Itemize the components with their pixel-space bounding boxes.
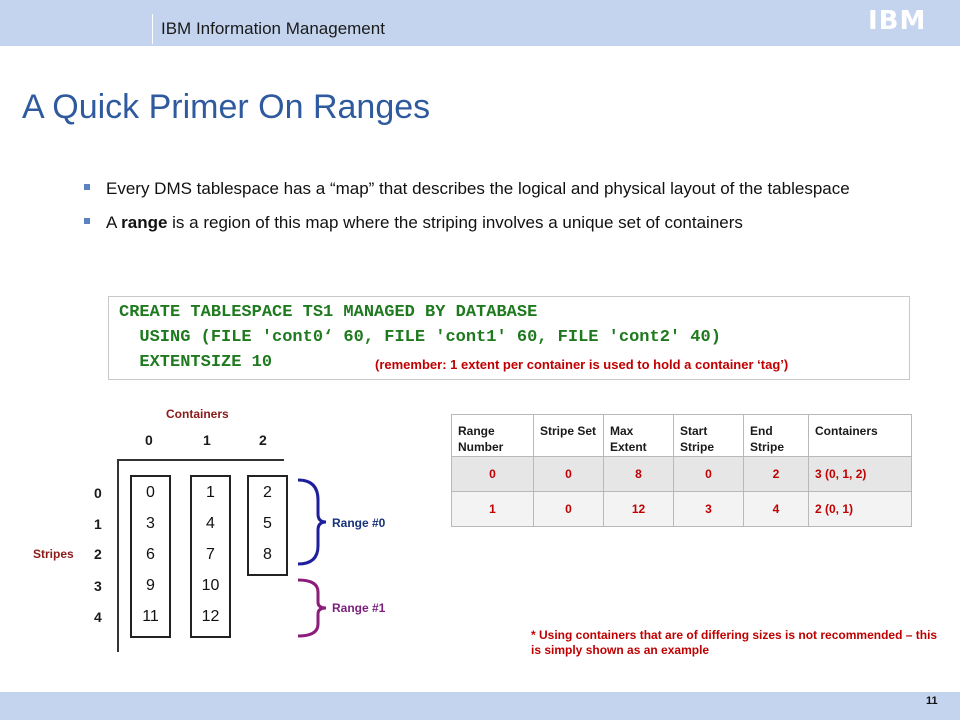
extent-cell: 2	[263, 484, 272, 501]
bullet-text: Every DMS tablespace has a “map” that de…	[106, 179, 850, 198]
column-header: End Stripe	[743, 414, 809, 457]
code-line: EXTENTSIZE 10	[119, 353, 273, 372]
range-1-label: Range #1	[332, 601, 386, 615]
stripe-number: 4	[94, 609, 102, 625]
extent-cell: 5	[263, 515, 272, 532]
column-header: Start Stripe	[673, 414, 744, 457]
table-cell: 4	[743, 491, 809, 527]
container-number: 1	[203, 432, 211, 448]
column-header: Containers	[808, 414, 912, 457]
table-cell: 12	[603, 491, 674, 527]
bullet-text: A	[106, 213, 122, 232]
table-cell: 0	[533, 456, 604, 492]
extent-cell: 8	[263, 546, 272, 563]
extent-cell: 0	[146, 484, 155, 501]
table-cell: 2	[743, 456, 809, 492]
code-line: USING (FILE 'cont0‘ 60, FILE 'cont1' 60,…	[119, 328, 721, 347]
code-note: (remember: 1 extent per container is use…	[375, 357, 789, 372]
range-1-brace	[297, 578, 327, 638]
stripes-label: Stripes	[33, 547, 74, 561]
code-box: CREATE TABLESPACE TS1 MANAGED BY DATABAS…	[108, 296, 910, 380]
table-cell: 2 (0, 1)	[808, 491, 912, 527]
container-2-column: 2 5 8	[247, 475, 288, 576]
table-cell: 0	[673, 456, 744, 492]
stripe-number: 1	[94, 516, 102, 532]
table-header-row: Range Number Stripe Set Max Extent Start…	[451, 414, 912, 457]
column-header: Max Extent	[603, 414, 674, 457]
code-line: CREATE TABLESPACE TS1 MANAGED BY DATABAS…	[119, 303, 538, 322]
header-brand: IBM Information Management	[161, 19, 385, 38]
stripe-number: 0	[94, 485, 102, 501]
ibm-logo: IBM	[868, 6, 927, 36]
range-brackets	[297, 478, 327, 638]
bullet-text: is a region of this map where the stripi…	[167, 213, 743, 232]
column-header: Stripe Set	[533, 414, 604, 457]
extent-cell: 9	[146, 577, 155, 594]
extent-cell: 11	[142, 608, 159, 625]
container-0-column: 0 3 6 9 11	[130, 475, 171, 638]
table-row: 0 0 8 0 2 3 (0, 1, 2)	[451, 456, 912, 492]
table-cell: 0	[533, 491, 604, 527]
container-number: 0	[145, 432, 153, 448]
extent-cell: 4	[206, 515, 215, 532]
extent-cell: 12	[201, 608, 220, 625]
table-cell: 8	[603, 456, 674, 492]
container-axis-line	[117, 459, 284, 461]
footnote: * Using containers that are of differing…	[531, 628, 938, 657]
slide-title: A Quick Primer On Ranges	[22, 88, 431, 126]
header-divider	[152, 14, 153, 44]
stripe-axis-line	[117, 460, 119, 652]
range-0-label: Range #0	[332, 516, 386, 530]
extent-cell: 3	[146, 515, 155, 532]
containers-label: Containers	[166, 407, 229, 421]
bullet-item: A range is a region of this map where th…	[84, 212, 924, 234]
table-cell: 0	[451, 456, 534, 492]
bullet-square-icon	[84, 184, 90, 190]
container-number: 2	[259, 432, 267, 448]
container-1-column: 1 4 7 10 12	[190, 475, 231, 638]
range-0-brace	[297, 478, 327, 566]
page-number: 11	[926, 695, 938, 707]
range-table: Range Number Stripe Set Max Extent Start…	[451, 414, 912, 527]
bullet-bold-term: range	[121, 213, 168, 232]
bullet-item: Every DMS tablespace has a “map” that de…	[84, 178, 924, 200]
column-header: Range Number	[451, 414, 534, 457]
table-cell: 1	[451, 491, 534, 527]
table-cell: 3	[673, 491, 744, 527]
extent-cell: 7	[206, 546, 215, 563]
extent-cell: 6	[146, 546, 155, 563]
stripe-number: 2	[94, 546, 102, 562]
extent-cell: 10	[201, 577, 220, 594]
stripe-number: 3	[94, 578, 102, 594]
table-row: 1 0 12 3 4 2 (0, 1)	[451, 491, 912, 527]
bullet-square-icon	[84, 218, 90, 224]
table-cell: 3 (0, 1, 2)	[808, 456, 912, 492]
footer-bar	[0, 692, 960, 720]
bullet-list: Every DMS tablespace has a “map” that de…	[84, 178, 924, 246]
header-bar: IBM Information Management IBM	[0, 0, 960, 46]
extent-cell: 1	[206, 484, 215, 501]
